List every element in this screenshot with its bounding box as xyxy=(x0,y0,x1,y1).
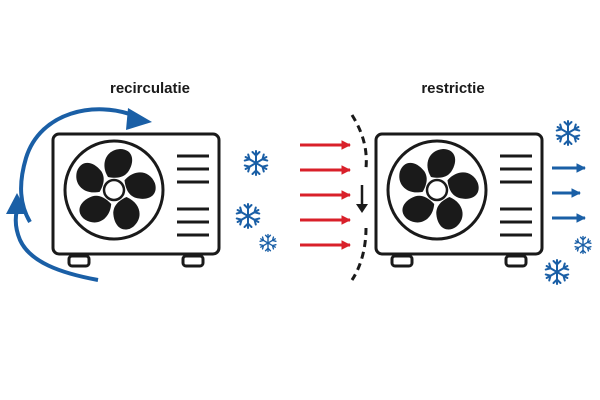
snowflake-icon xyxy=(236,204,260,228)
heat-pump-unit-left xyxy=(53,134,219,266)
recirculatie-panel xyxy=(6,107,277,282)
barrier-line-bottom xyxy=(350,227,368,281)
arrow-head-top-right-icon xyxy=(126,108,152,130)
snowflake-icon xyxy=(260,235,277,252)
snowflake-icon xyxy=(575,237,592,254)
snowflake-icon xyxy=(244,151,268,175)
down-arrow-head-icon xyxy=(356,204,368,213)
recirculatie-label: recirculatie xyxy=(109,80,191,97)
restrictie-panel xyxy=(300,114,592,284)
restrictie-label: restrictie xyxy=(421,80,485,97)
recirculation-arc-bottom xyxy=(13,209,99,282)
barrier-line-top xyxy=(350,114,368,169)
snowflake-icon xyxy=(545,260,569,284)
heat-pump-unit-right xyxy=(376,134,542,266)
recirculation-arc-top xyxy=(19,107,136,224)
arrow-head-up-left-icon xyxy=(6,193,28,214)
snowflake-icon xyxy=(556,121,580,145)
